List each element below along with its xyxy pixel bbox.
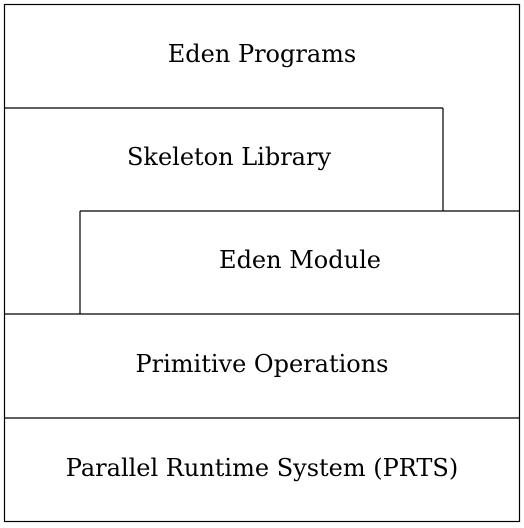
- eden-module-label: Eden Module: [219, 246, 381, 274]
- primitive-operations-label: Primitive Operations: [135, 350, 388, 378]
- skeleton-library-label: Skeleton Library: [127, 143, 331, 171]
- outer-frame: [3, 3, 521, 523]
- eden-programs-label: Eden Programs: [168, 40, 356, 68]
- prts-label: Parallel Runtime System (PRTS): [66, 454, 458, 482]
